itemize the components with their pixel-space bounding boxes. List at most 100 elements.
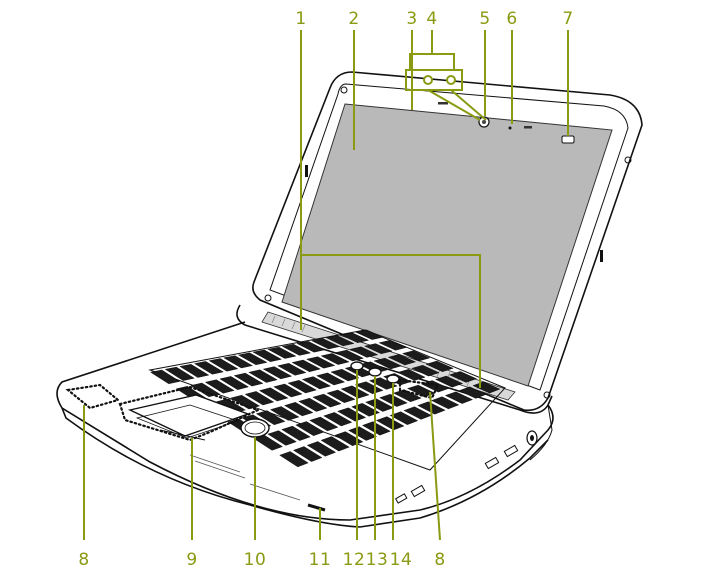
keyboard-key — [164, 366, 195, 381]
keyboard-key — [411, 364, 440, 377]
callout-6: 6 — [506, 9, 517, 29]
keyboard-key — [320, 436, 350, 452]
keyboard-key — [354, 381, 384, 395]
keyboard-key — [311, 338, 341, 350]
keyboard-key — [233, 372, 264, 387]
lcd-screen — [281, 103, 613, 387]
keyboard-key — [349, 346, 379, 358]
keyboard-key — [291, 359, 321, 373]
keyboard-key — [306, 356, 336, 369]
keyboard-key — [279, 451, 309, 468]
callout-2: 2 — [348, 9, 359, 29]
callout-13: 13 — [366, 550, 389, 570]
callout-9: 9 — [186, 550, 197, 570]
keyboard-key — [293, 446, 323, 462]
keyboard-key — [244, 391, 275, 406]
keyboard-key — [363, 343, 393, 355]
callout-12: 12 — [343, 550, 366, 570]
keyboard-key — [237, 352, 268, 366]
keyboard-key — [248, 369, 278, 383]
keyboard-key — [301, 376, 332, 390]
display-lid — [252, 71, 643, 412]
quick-button-13 — [368, 367, 382, 377]
callout-1: 1 — [295, 9, 306, 29]
keyboard-key — [267, 346, 297, 359]
keyboard-key — [325, 335, 355, 347]
keyboard-key — [378, 340, 408, 351]
callout-labels-top: 1 2 3 4 5 6 7 — [295, 9, 573, 29]
keyboard-key — [281, 425, 311, 441]
touchpad-region — [118, 385, 261, 442]
keyboard-key — [340, 385, 370, 399]
callout-10: 10 — [244, 550, 267, 570]
callout-4: 4 — [426, 9, 437, 29]
quick-button-14 — [386, 374, 400, 384]
keyboard-key — [190, 382, 221, 398]
keyboard-key — [435, 375, 464, 388]
light-sensor — [561, 135, 575, 144]
keyboard-key — [150, 369, 181, 385]
keyboard-key — [306, 441, 337, 457]
keyboard-key — [309, 416, 339, 432]
keyboard-key — [326, 389, 356, 403]
palmrest-region-left — [65, 383, 121, 410]
keyboard-key — [354, 329, 384, 340]
keyboard-key — [425, 360, 454, 372]
keyboard-key — [458, 386, 487, 399]
callout-7: 7 — [562, 9, 573, 29]
keyboard-key — [340, 332, 370, 343]
keyboard-key — [448, 371, 478, 383]
callout-8-left: 8 — [78, 550, 89, 570]
keyboard-key — [312, 393, 342, 408]
keyboard-key — [296, 341, 326, 353]
keyboard-key — [267, 430, 297, 446]
keyboard-key — [320, 353, 350, 365]
keyboard-key — [262, 366, 293, 380]
quick-buttons — [350, 361, 400, 384]
callout-3: 3 — [406, 9, 417, 29]
quick-button-12 — [350, 361, 364, 371]
keyboard-key — [281, 343, 312, 356]
keyboard-key — [277, 363, 307, 376]
callout-5: 5 — [479, 9, 490, 29]
keyboard-key — [298, 397, 328, 412]
keyboard-key — [316, 372, 346, 386]
keyboard-key — [323, 412, 353, 427]
keyboard-key — [334, 431, 364, 447]
keyboard-key — [273, 383, 303, 398]
keyboard-key — [252, 349, 282, 362]
keyboard-key — [444, 391, 474, 404]
keyboard-key — [389, 411, 419, 425]
keyboard-key — [258, 387, 289, 402]
callout-14: 14 — [390, 550, 413, 570]
keyboard-key — [402, 350, 431, 362]
keyboard-key — [348, 426, 378, 441]
keyboard-key — [194, 361, 224, 375]
keyboard-key — [284, 402, 314, 417]
callout-labels-bottom: 8 9 10 11 12 13 14 8 — [78, 550, 445, 570]
keyboard-key — [208, 358, 239, 372]
keyboard-key — [337, 407, 367, 422]
keyboard-key — [287, 380, 317, 394]
keyboard-key — [375, 416, 405, 431]
keyboard-key — [373, 357, 402, 370]
palmrest-region-right — [398, 378, 440, 400]
keyboard-key — [351, 403, 380, 417]
keyboard-key — [335, 349, 364, 362]
keyboard-key — [219, 376, 250, 390]
keyboard-key — [295, 421, 325, 436]
keyboard-key — [179, 364, 210, 378]
leader-lines — [83, 30, 569, 541]
keyboard-key — [330, 368, 360, 382]
camera-indicator — [508, 126, 512, 130]
keyboard-key — [270, 406, 300, 421]
callout-11: 11 — [309, 550, 332, 570]
keyboard-key — [255, 410, 286, 426]
keyboard-key — [431, 396, 460, 410]
keyboard-key — [368, 377, 398, 390]
keyboard-key — [387, 354, 417, 366]
keyboard-key — [397, 369, 426, 381]
callout-8-right: 8 — [434, 550, 445, 570]
keyboard-key — [223, 355, 253, 369]
